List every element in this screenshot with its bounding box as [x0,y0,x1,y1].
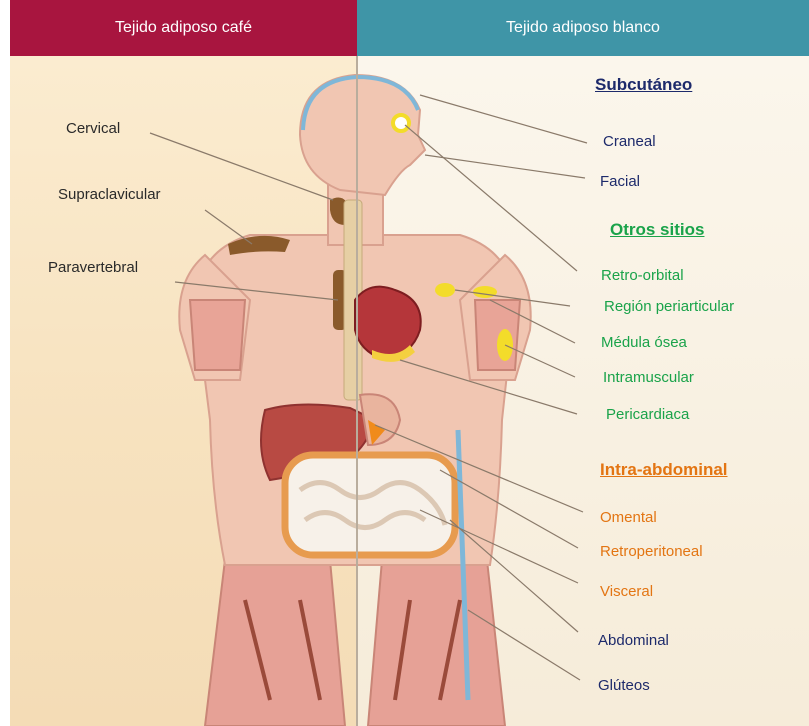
label-retro-orbital: Retro-orbital [601,267,684,284]
heading-intra-abdominal: Intra-abdominal [600,460,728,480]
label-supraclavicular: Supraclavicular [58,186,161,203]
label-medula-osea: Médula ósea [601,334,687,351]
intestines [285,455,455,555]
label-retroperitoneal: Retroperitoneal [600,543,703,560]
label-facial: Facial [600,173,640,190]
retro-orbital-fat [393,115,409,131]
heading-subcutaneo: Subcutáneo [595,75,692,95]
label-intramuscular: Intramuscular [603,369,694,386]
label-region-periarticular: Región periarticular [604,298,734,315]
label-gluteos: Glúteos [598,677,650,694]
panel-divider [356,56,358,726]
label-craneal: Craneal [603,133,656,150]
label-omental: Omental [600,509,657,526]
label-pericardiaca: Pericardiaca [606,406,689,423]
label-paravertebral: Paravertebral [48,259,138,276]
label-visceral: Visceral [600,583,653,600]
label-cervical: Cervical [66,120,120,137]
heading-otros-sitios: Otros sitios [610,220,704,240]
periarticular-fat [435,283,455,297]
label-abdominal: Abdominal [598,632,669,649]
